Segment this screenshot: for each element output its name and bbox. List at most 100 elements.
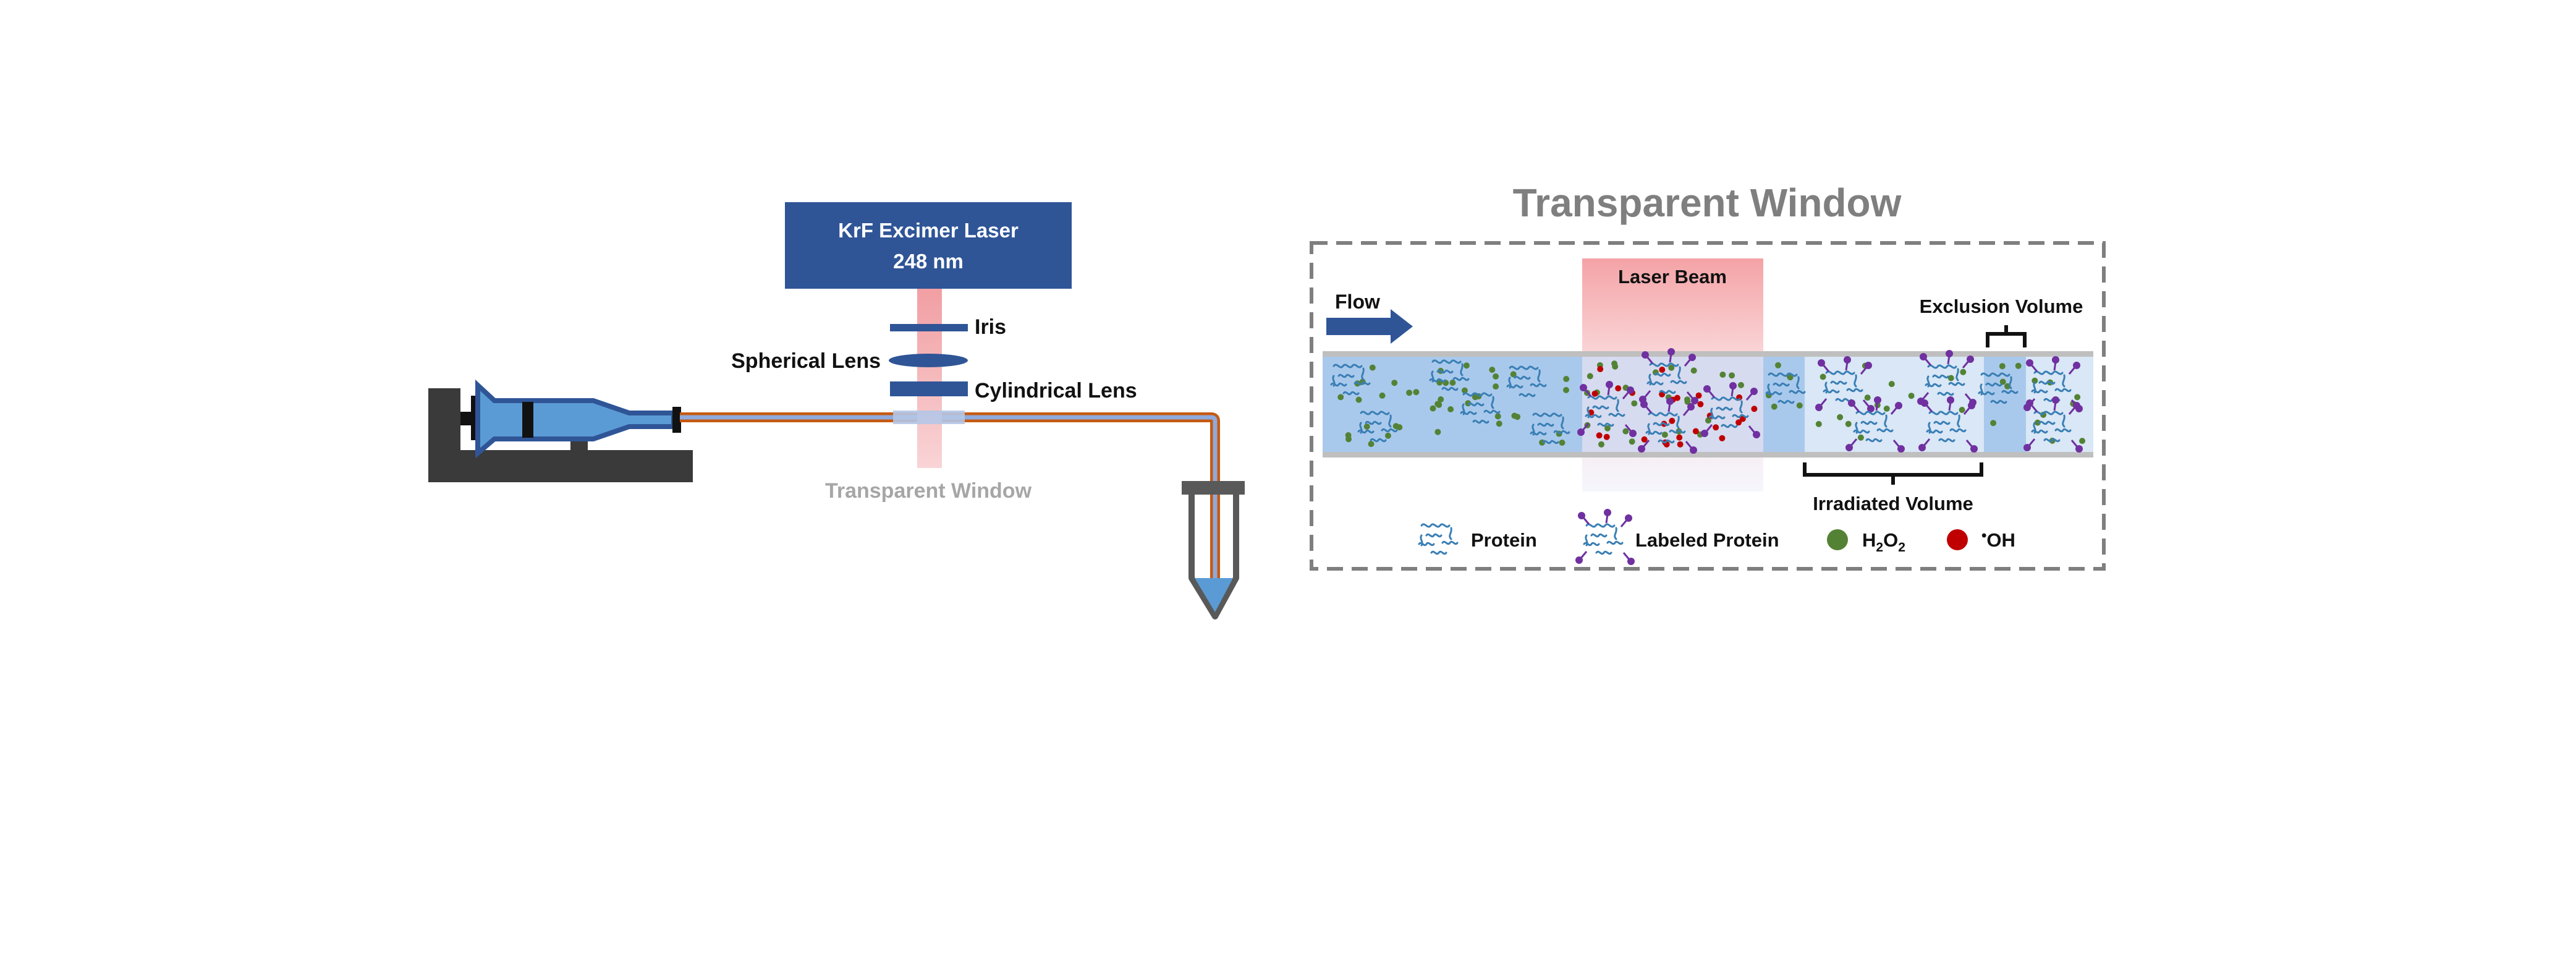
h2o2-dot (1837, 414, 1844, 420)
h2o2-dot (1820, 373, 1826, 380)
irradiated-volume-label: Irradiated Volume (1813, 493, 1973, 514)
hydroxyl-dot (1591, 390, 1598, 397)
syringe (460, 379, 681, 459)
legend-protein-label: Protein (1471, 529, 1537, 551)
h2o2-dot (1587, 373, 1593, 380)
h2o2-dot (1563, 376, 1570, 382)
h2o2-dot (1434, 428, 1441, 435)
h2o2-dot (1990, 420, 1997, 427)
window-label: Transparent Window (825, 479, 1032, 503)
transparent-window (893, 411, 965, 424)
h2o2-dot (1449, 380, 1456, 386)
h2o2-dot (1345, 436, 1352, 443)
h2o2-dot (1559, 440, 1566, 446)
h2o2-dot (1611, 360, 1618, 367)
h2o2-dot (1379, 392, 1386, 399)
h2o2-dot (2034, 419, 2041, 426)
legend-hydroxyl-icon (1947, 529, 1968, 550)
hydroxyl-dot (1697, 401, 1704, 407)
h2o2-dot (1775, 362, 1781, 368)
hydroxyl-dot (1596, 432, 1603, 439)
spherical-lens (889, 354, 968, 367)
hydroxyl-dot (1669, 417, 1676, 424)
legend-h2o2-icon (1827, 529, 1848, 550)
h2o2-dot (1771, 403, 1777, 410)
laser-title: KrF Excimer Laser (838, 219, 1019, 242)
h2o2-dot (1684, 398, 1691, 405)
h2o2-dot (1461, 387, 1468, 394)
h2o2-dot (1511, 412, 1518, 419)
hydroxyl-dot (1695, 392, 1702, 399)
hydroxyl-dot (1735, 419, 1742, 426)
h2o2-dot (1355, 396, 1362, 403)
hydroxyl-dot (1603, 433, 1610, 440)
h2o2-dot (1489, 367, 1496, 373)
h2o2-dot (1391, 380, 1398, 386)
h2o2-dot (2079, 438, 2086, 445)
h2o2-dot (1960, 368, 1967, 375)
laser-beam (917, 286, 942, 468)
h2o2-dot (1406, 389, 1413, 396)
h2o2-dot (1888, 381, 1895, 388)
h2o2-dot (1494, 413, 1501, 420)
h2o2-dot (1369, 364, 1376, 371)
h2o2-dot (1563, 386, 1569, 393)
h2o2-dot (1705, 417, 1711, 424)
laser-box (785, 202, 1072, 289)
legend-hydroxyl-label: •OH (1981, 527, 2015, 551)
h2o2-dot (1493, 373, 1499, 380)
h2o2-dot (1368, 441, 1375, 448)
h2o2-dot (1729, 372, 1735, 379)
h2o2-dot (1738, 381, 1744, 388)
spherical-lens-label: Spherical Lens (731, 349, 881, 373)
legend: Protein Labeled Protein H2O2 •OH (1418, 509, 2015, 565)
hydroxyl-dot (1676, 434, 1683, 441)
h2o2-dot (1465, 400, 1472, 407)
h2o2-dot (1668, 364, 1675, 371)
h2o2-dot (1384, 432, 1391, 439)
h2o2-dot (1857, 434, 1864, 441)
h2o2-dot (1883, 406, 1890, 412)
h2o2-dot (1661, 432, 1668, 438)
h2o2-dot (1598, 441, 1604, 448)
h2o2-dot (1463, 362, 1470, 369)
h2o2-dot (1510, 371, 1517, 378)
h2o2-dot (1622, 428, 1629, 435)
hydroxyl-dot (1751, 406, 1758, 412)
hydroxyl-dot (1597, 366, 1604, 372)
irradiated-bracket (1803, 462, 1983, 485)
tubing (680, 412, 1220, 603)
cylindrical-lens-label: Cylindrical Lens (975, 379, 1137, 402)
exclusion-bracket (1986, 325, 2027, 347)
h2o2-dot (1631, 400, 1638, 407)
h2o2-dot (1493, 383, 1499, 390)
h2o2-dot (2032, 377, 2038, 384)
h2o2-dot (1604, 425, 1611, 432)
hydroxyl-dot (1713, 424, 1719, 431)
hydroxyl-dot (1641, 436, 1648, 443)
flow-arrow (1326, 309, 1413, 344)
h2o2-dot (2074, 394, 2081, 401)
h2o2-dot (1496, 420, 1502, 427)
h2o2-dot (1787, 374, 1794, 381)
h2o2-dot (1999, 378, 2006, 385)
h2o2-dot (1430, 405, 1436, 412)
legend-h2o2-label: H2O2 (1862, 529, 1905, 555)
detail-frame (1310, 241, 2106, 571)
hydroxyl-dot (1719, 435, 1726, 441)
h2o2-dot (1947, 375, 1954, 381)
h2o2-dot (1845, 420, 1852, 427)
h2o2-dot (1690, 367, 1697, 374)
detail-title: Transparent Window (1513, 181, 1902, 225)
laser-beam-label: Laser Beam (1618, 266, 1727, 287)
h2o2-dot (1337, 394, 1344, 401)
h2o2-dot (1363, 424, 1370, 430)
legend-protein-icon (1418, 523, 1459, 555)
syringe-pump (428, 388, 693, 482)
hydroxyl-dot (1677, 441, 1684, 448)
h2o2-dot (1438, 396, 1444, 402)
iris (890, 324, 968, 331)
laser-wavelength: 248 nm (893, 250, 964, 273)
h2o2-dot (1629, 438, 1635, 445)
h2o2-dot (1959, 407, 1965, 413)
